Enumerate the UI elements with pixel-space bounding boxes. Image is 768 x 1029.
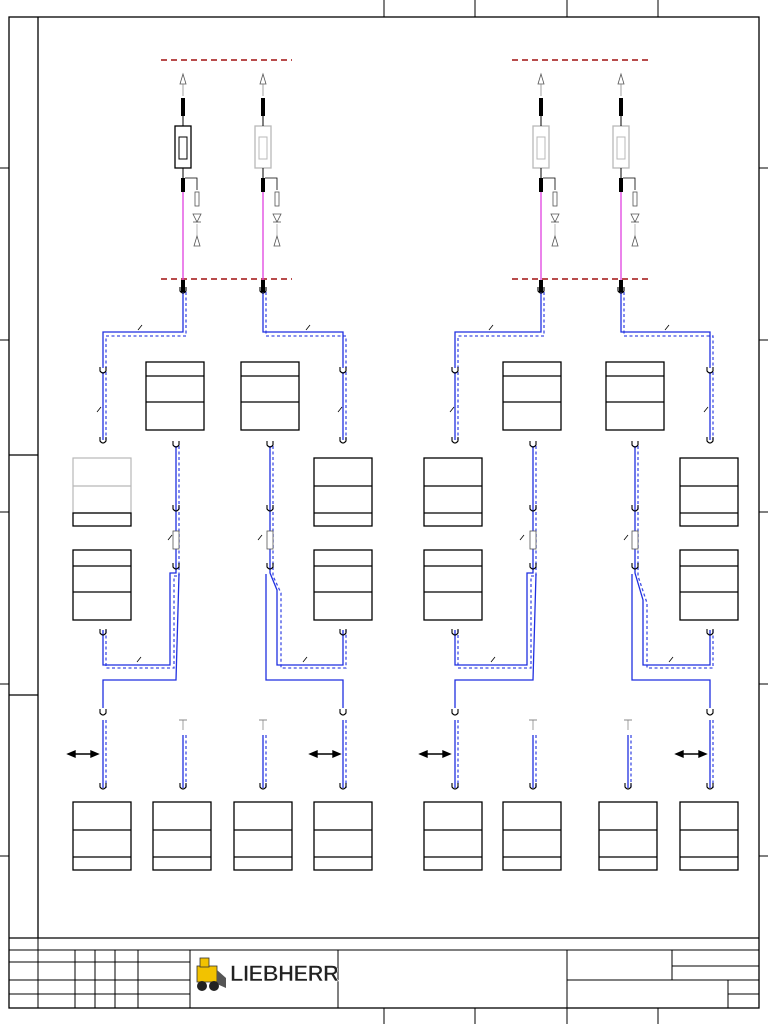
component-box <box>313 457 373 527</box>
connector-pin <box>99 709 107 716</box>
fuse-column <box>174 72 202 292</box>
connector-pin <box>706 437 714 444</box>
connector-pin <box>179 783 187 790</box>
component-box <box>72 457 132 527</box>
connector-pin <box>706 629 714 636</box>
connector-pin <box>266 441 274 448</box>
inline-fuse <box>172 530 180 550</box>
boundary-lines <box>161 59 651 280</box>
connector-pin <box>339 709 347 716</box>
wire-marks <box>96 324 709 663</box>
connector-pin <box>266 563 274 570</box>
ground-symbol <box>179 719 187 730</box>
component-box <box>423 801 483 871</box>
connector-pin <box>451 437 459 444</box>
loader-icon <box>196 957 226 991</box>
fuse-column <box>612 72 640 292</box>
component-box <box>598 801 658 871</box>
component-box <box>502 361 562 431</box>
connector-pin <box>99 629 107 636</box>
component-box <box>152 801 212 871</box>
title-block <box>9 938 759 1008</box>
connector-pin <box>339 629 347 636</box>
ground-symbol <box>529 719 537 730</box>
component-box <box>605 361 665 431</box>
ground-symbol <box>624 719 632 730</box>
connector-pin <box>631 441 639 448</box>
connector-pin <box>529 563 537 570</box>
connector-pin <box>266 505 274 512</box>
connector-pin <box>172 441 180 448</box>
component-box <box>72 801 132 871</box>
connector-pin <box>172 505 180 512</box>
connector-pin <box>624 783 632 790</box>
connector-pin <box>529 505 537 512</box>
component-box <box>502 801 562 871</box>
connector-pin <box>339 783 347 790</box>
connector-pin <box>259 783 267 790</box>
component-box <box>679 801 739 871</box>
company-logo: LIEBHERR <box>196 957 340 991</box>
component-box <box>313 801 373 871</box>
connector-pin <box>537 287 545 294</box>
connector-pin <box>99 783 107 790</box>
connector-pin <box>529 783 537 790</box>
connector-pin <box>706 367 714 374</box>
connector-pin <box>339 437 347 444</box>
connector-pin <box>451 629 459 636</box>
connector-pin <box>631 563 639 570</box>
inline-fuse <box>529 530 537 550</box>
component-box <box>233 801 293 871</box>
connector-pin <box>259 287 267 294</box>
component-box <box>313 549 373 621</box>
component-box <box>240 361 300 431</box>
component-box <box>423 457 483 527</box>
connector-pin <box>706 783 714 790</box>
connector-pin <box>451 709 459 716</box>
connector-pin <box>617 287 625 294</box>
component-box <box>145 361 205 431</box>
company-name: LIEBHERR <box>230 961 339 986</box>
connector-pin <box>529 441 537 448</box>
fuse-column <box>254 72 282 292</box>
wiring-paths <box>102 292 714 788</box>
bidirectional-arrows <box>66 749 708 759</box>
connector-pin <box>706 709 714 716</box>
connector-pin <box>451 783 459 790</box>
connector-pin <box>451 367 459 374</box>
inline-fuse <box>266 530 274 550</box>
component-box <box>423 549 483 621</box>
connector-pin <box>172 563 180 570</box>
component-box <box>72 549 132 621</box>
inline-fuse <box>631 530 639 550</box>
connector-pin <box>99 367 107 374</box>
fuse-column <box>532 72 560 292</box>
connector-pin <box>99 437 107 444</box>
component-box <box>679 457 739 527</box>
connector-symbols <box>99 287 714 790</box>
ground-symbol <box>259 719 267 730</box>
fuse-connectors <box>174 72 640 292</box>
component-box <box>679 549 739 621</box>
component-boxes <box>72 361 739 871</box>
connector-pin <box>179 287 187 294</box>
connector-pin <box>631 505 639 512</box>
connector-pin <box>339 367 347 374</box>
